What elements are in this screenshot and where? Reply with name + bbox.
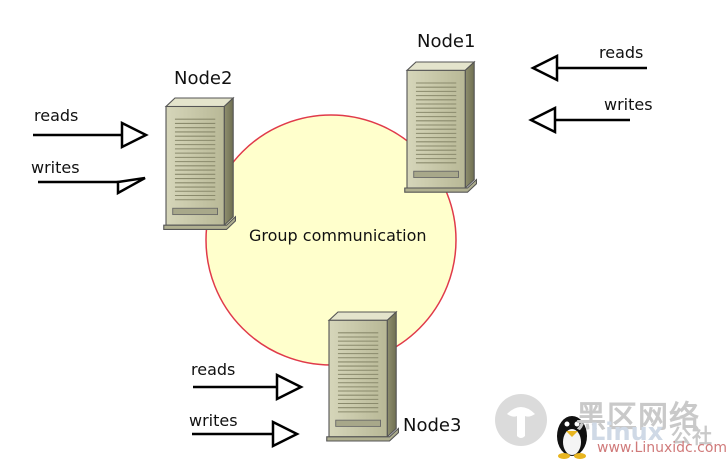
watermark-url: www.Linuxidc.com	[597, 440, 727, 456]
group-communication-label: Group communication	[249, 226, 427, 245]
watermark-title: 黑区网络	[576, 400, 700, 435]
node3-writes-label: writes	[189, 411, 238, 430]
node2-label: Node2	[174, 68, 233, 89]
node1-server-icon	[404, 61, 478, 193]
node3-server-icon	[326, 311, 400, 442]
node1-reads-label: reads	[599, 43, 644, 62]
node2-writes-arrow	[38, 176, 146, 196]
penguin-icon	[557, 416, 587, 459]
node3-reads-label: reads	[191, 360, 236, 379]
watermark-brand-suffix: 公社	[671, 424, 713, 448]
node3-label: Node3	[403, 415, 462, 436]
watermark-logo-icon	[495, 394, 547, 446]
node3-writes-arrow	[192, 419, 300, 449]
node1-writes-arrow	[528, 105, 630, 135]
node1-writes-label: writes	[604, 95, 653, 114]
node2-server-icon	[163, 97, 237, 230]
node1-label: Node1	[417, 31, 476, 52]
node1-reads-arrow	[530, 53, 647, 83]
watermark-brand: Linux	[590, 418, 664, 446]
node2-reads-label: reads	[34, 106, 79, 125]
node2-reads-arrow	[33, 120, 149, 150]
node3-reads-arrow	[193, 372, 304, 402]
node2-writes-label: writes	[31, 158, 80, 177]
